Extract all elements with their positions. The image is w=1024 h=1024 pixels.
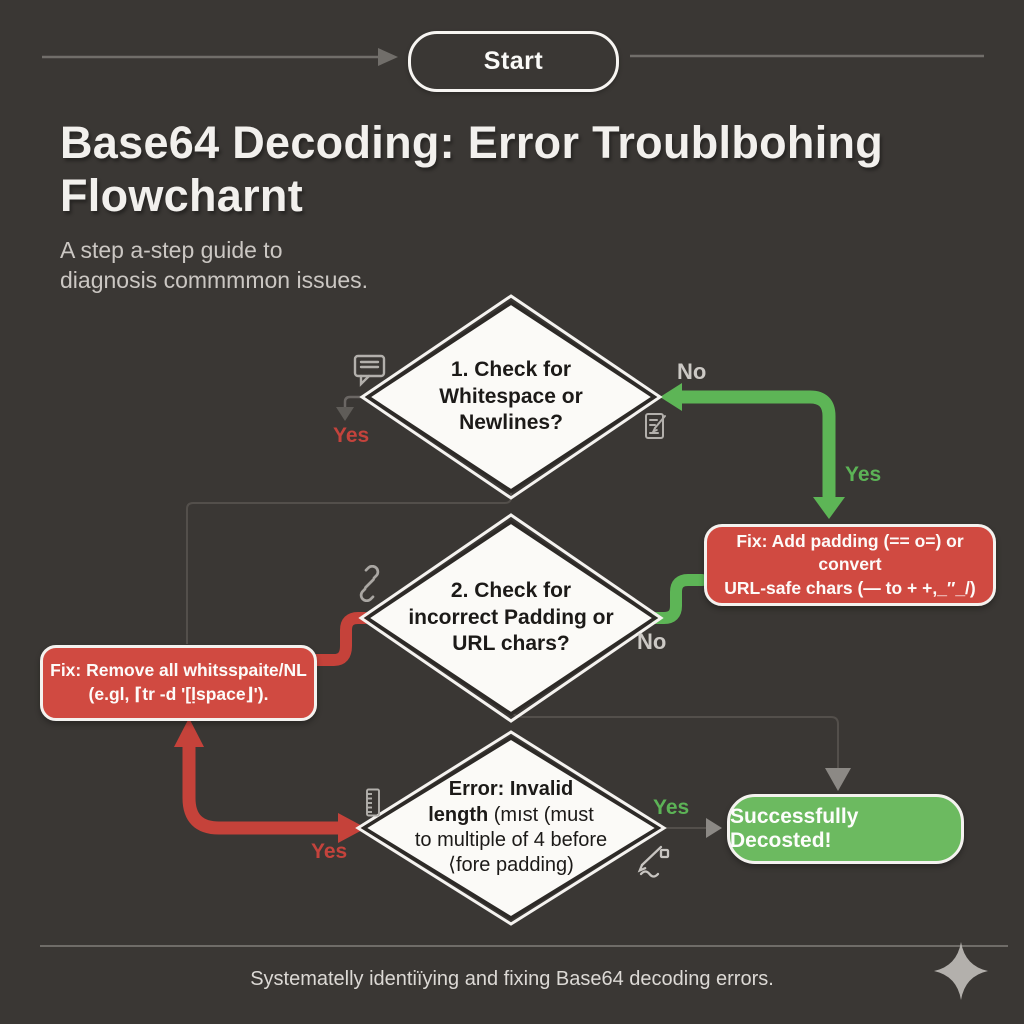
arrowhead-into-success-top-icon [825, 768, 851, 791]
connector-d2-to-success [511, 711, 839, 768]
page-title: Base64 Decoding: Error Troublbohing Flow… [60, 116, 980, 222]
decision-node-2 [358, 513, 664, 723]
page-title-line1: Base64 Decoding: Error Troublbohing [60, 117, 884, 168]
arrowhead-red-up-icon [174, 718, 204, 747]
diamond-2-outer [358, 513, 664, 723]
fix-padding-box: Fix: Add padding (== o=) or convert URL-… [704, 524, 996, 606]
ruler-icon [363, 788, 383, 817]
decision-3-line2: length (mıst (must [428, 803, 594, 828]
decision-3-line3: to multiple of 4 before [414, 829, 608, 851]
decision-3-line1: Error: Invalid [448, 778, 574, 801]
fix-whitespace-box: Fix: Remove all whitsspaite/NL (e.gl, ⌈t… [40, 645, 317, 721]
connector-red-loop [182, 737, 347, 835]
fix-padding-line2: URL-safe chars (— to + +,_″_/) [724, 577, 976, 598]
decision-node-3 [355, 730, 667, 926]
decision-3-line4: ⟨fore padding) [448, 854, 574, 877]
connector-green-no-yes [669, 390, 836, 503]
decision-2-line3: URL chars? [452, 632, 570, 656]
connector-d1-yes-stub [343, 395, 366, 407]
edge-label-d1-no: No [677, 359, 707, 384]
decision-3-line2-bold: length [428, 803, 489, 826]
page-subtitle-line2: diagnosis commmmon issues. [60, 266, 369, 293]
decision-2-label: 2. Check for incorrect Padding or URL ch… [391, 565, 631, 671]
decision-1-line1: 1. Check for [450, 358, 572, 382]
connector-d2-no-green [650, 574, 708, 624]
arrowhead-green-down-icon [813, 497, 845, 519]
top-arrowhead-icon [378, 48, 398, 66]
decision-2-line1: 2. Check for [450, 579, 572, 603]
footer-caption: Systematelly identiïying and fixing Base… [250, 968, 774, 990]
arrowhead-green-left-icon [660, 383, 682, 411]
fix-padding-line1: Fix: Add padding (== o=) or convert [736, 530, 964, 575]
diamond-3-outer [355, 730, 667, 926]
arrowhead-d1-yes-icon [336, 407, 354, 421]
speech-bubble-icon [351, 351, 389, 391]
page-subtitle-line1: A step a-step guide to [60, 237, 283, 263]
page-title-line2: Flowcharnt [60, 170, 304, 222]
fix-whitespace-line1: Fix: Remove all whitsspaite/NL [50, 660, 307, 681]
diamond-2 [363, 519, 659, 717]
link-icon [351, 565, 388, 602]
diamond-3 [360, 735, 662, 921]
edge-label-d1-yes: Yes [333, 424, 370, 447]
signature-pen-icon [632, 841, 672, 881]
edge-label-d2-no: No [637, 629, 667, 654]
arrowhead-into-success-left-icon [706, 818, 722, 838]
start-node: Start [408, 31, 619, 92]
success-label: Successfully Decosted! [730, 805, 859, 852]
edge-label-green-yes: Yes [845, 463, 882, 486]
page-subtitle: A step a-step guide to diagnosis commmmo… [60, 236, 420, 296]
success-node: Successfully Decosted! [727, 794, 964, 864]
start-label: Start [483, 47, 544, 75]
edit-document-icon [644, 412, 668, 441]
decision-2-line2: incorrect Padding or [408, 605, 614, 629]
diamond-1-outer [359, 294, 663, 500]
edge-label-d3-yes-green: Yes [653, 796, 690, 819]
diamond-1 [364, 300, 658, 494]
connector-d2-yes-red [306, 612, 371, 666]
decision-node-1 [359, 294, 663, 500]
arrowhead-red-right-icon [338, 813, 366, 843]
decision-3-label: Error: Invalid length (mıst (must to mul… [391, 776, 631, 880]
decision-3-line2-rest: (mıst (must [488, 803, 594, 826]
sparkle-icon [934, 942, 988, 1000]
decision-1-label: 1. Check for Whitespace or Newlines? [386, 354, 636, 440]
edge-label-d3-yes-red: Yes [311, 840, 348, 863]
fix-whitespace-line2: (e.gl, ⌈tr -d '[ḷspace⌋'). [88, 684, 269, 704]
decision-1-line2: Whitespace or Newlines? [439, 384, 583, 435]
